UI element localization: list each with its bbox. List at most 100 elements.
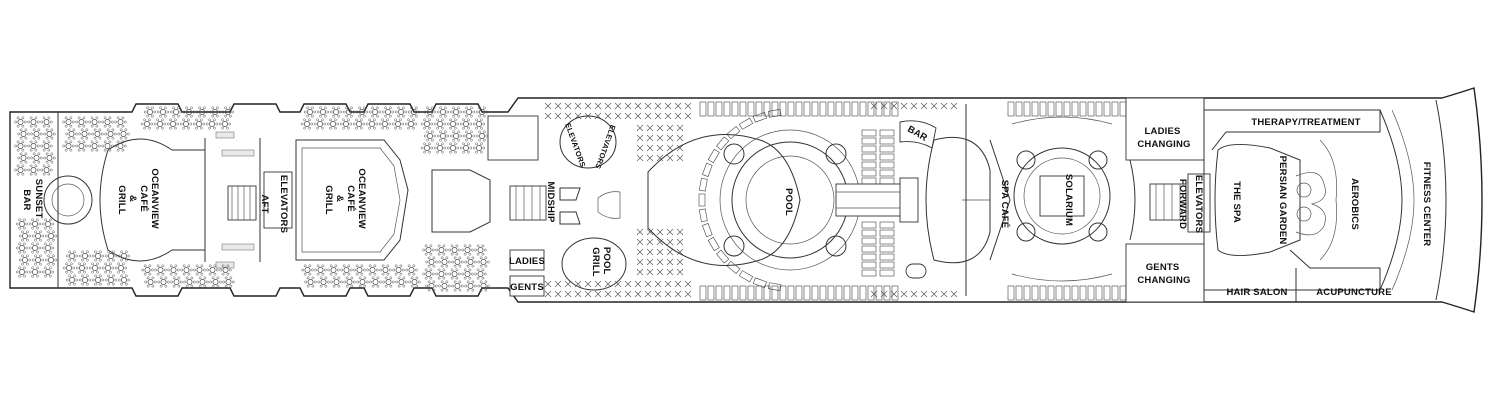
chair: [23, 266, 26, 270]
table-cluster: [118, 265, 124, 271]
chair: [108, 140, 112, 144]
chair: [457, 272, 461, 276]
chair: [431, 272, 435, 276]
label-sunset-bar: SUNSET BAR: [21, 179, 44, 222]
sun-lounger: [1015, 101, 1023, 117]
chair: [26, 156, 30, 160]
chair: [465, 114, 468, 118]
chair: [483, 248, 487, 252]
table-cluster: [20, 155, 27, 161]
chair: [112, 250, 115, 254]
chair: [375, 122, 379, 126]
deck-chair: [554, 290, 562, 298]
sun-lounger: [819, 101, 827, 117]
chair: [402, 114, 405, 118]
chair: [29, 164, 33, 168]
chair: [404, 110, 408, 114]
chair: [86, 274, 89, 278]
chair: [150, 268, 154, 272]
chair: [381, 264, 385, 268]
chair: [203, 106, 206, 110]
chair: [18, 242, 21, 246]
deck-chair: [634, 102, 642, 110]
chair: [93, 128, 97, 132]
chair: [211, 114, 214, 118]
chair: [14, 120, 18, 124]
chair: [330, 280, 334, 284]
chair: [121, 140, 125, 144]
chair: [62, 266, 66, 270]
sun-lounger: [1039, 101, 1047, 117]
label-hair-salon: HAIR SALON: [1226, 287, 1287, 298]
table-cluster: [333, 109, 339, 115]
table-cluster: [19, 245, 25, 251]
chair: [404, 122, 408, 126]
chair: [465, 106, 468, 110]
chair: [422, 248, 426, 252]
chair: [44, 258, 48, 262]
label-aft: AFT: [259, 194, 270, 213]
table-cluster: [108, 253, 114, 259]
chair: [42, 140, 46, 144]
sun-lounger: [851, 101, 859, 117]
chair: [462, 126, 465, 130]
chair: [466, 256, 470, 260]
chair: [455, 268, 459, 272]
chair: [474, 248, 478, 252]
table-cluster: [480, 259, 487, 265]
chair: [120, 258, 123, 262]
table-cluster: [408, 121, 414, 127]
sun-lounger: [707, 148, 720, 164]
table-cluster: [17, 119, 24, 125]
chair: [402, 106, 405, 110]
chair: [453, 256, 457, 260]
chair: [87, 132, 91, 136]
chair: [323, 122, 327, 126]
chair: [437, 268, 441, 272]
chair: [427, 288, 431, 292]
chair: [62, 120, 66, 124]
table-cluster: [95, 277, 101, 283]
chair: [402, 276, 406, 280]
table-cluster: [186, 109, 192, 115]
chair: [23, 168, 27, 172]
chair: [144, 280, 148, 284]
chair: [151, 276, 155, 280]
sun-lounger: [879, 261, 895, 269]
chair: [478, 106, 481, 110]
chair: [443, 122, 447, 126]
chair: [161, 118, 164, 122]
chair: [103, 116, 107, 120]
chair: [72, 136, 76, 140]
chair: [77, 140, 81, 144]
chair: [467, 118, 470, 122]
chair: [117, 132, 121, 136]
chair: [31, 234, 35, 238]
chair: [110, 144, 114, 148]
chair: [75, 144, 79, 148]
table-cluster: [91, 119, 98, 125]
deck-chair: [624, 102, 632, 110]
table-cluster: [343, 267, 350, 273]
chair: [382, 280, 386, 284]
chair: [440, 256, 444, 260]
chair: [452, 138, 455, 142]
chair: [353, 268, 357, 272]
label-aerobics: AEROBICS: [1349, 178, 1360, 230]
table-cluster: [32, 221, 38, 227]
sun-lounger: [861, 221, 877, 229]
chair: [231, 280, 235, 284]
sun-lounger: [1031, 101, 1039, 117]
chair: [114, 254, 118, 258]
label-pool-grill: POOL GRILL: [590, 247, 612, 277]
chair: [366, 268, 370, 272]
deck-chair: [646, 124, 654, 132]
chair: [49, 168, 53, 172]
chair: [462, 118, 465, 122]
chair: [16, 124, 20, 128]
chair: [432, 256, 436, 260]
table-cluster: [199, 279, 206, 285]
chair: [407, 264, 411, 268]
chair: [18, 226, 21, 230]
chair: [347, 264, 351, 268]
